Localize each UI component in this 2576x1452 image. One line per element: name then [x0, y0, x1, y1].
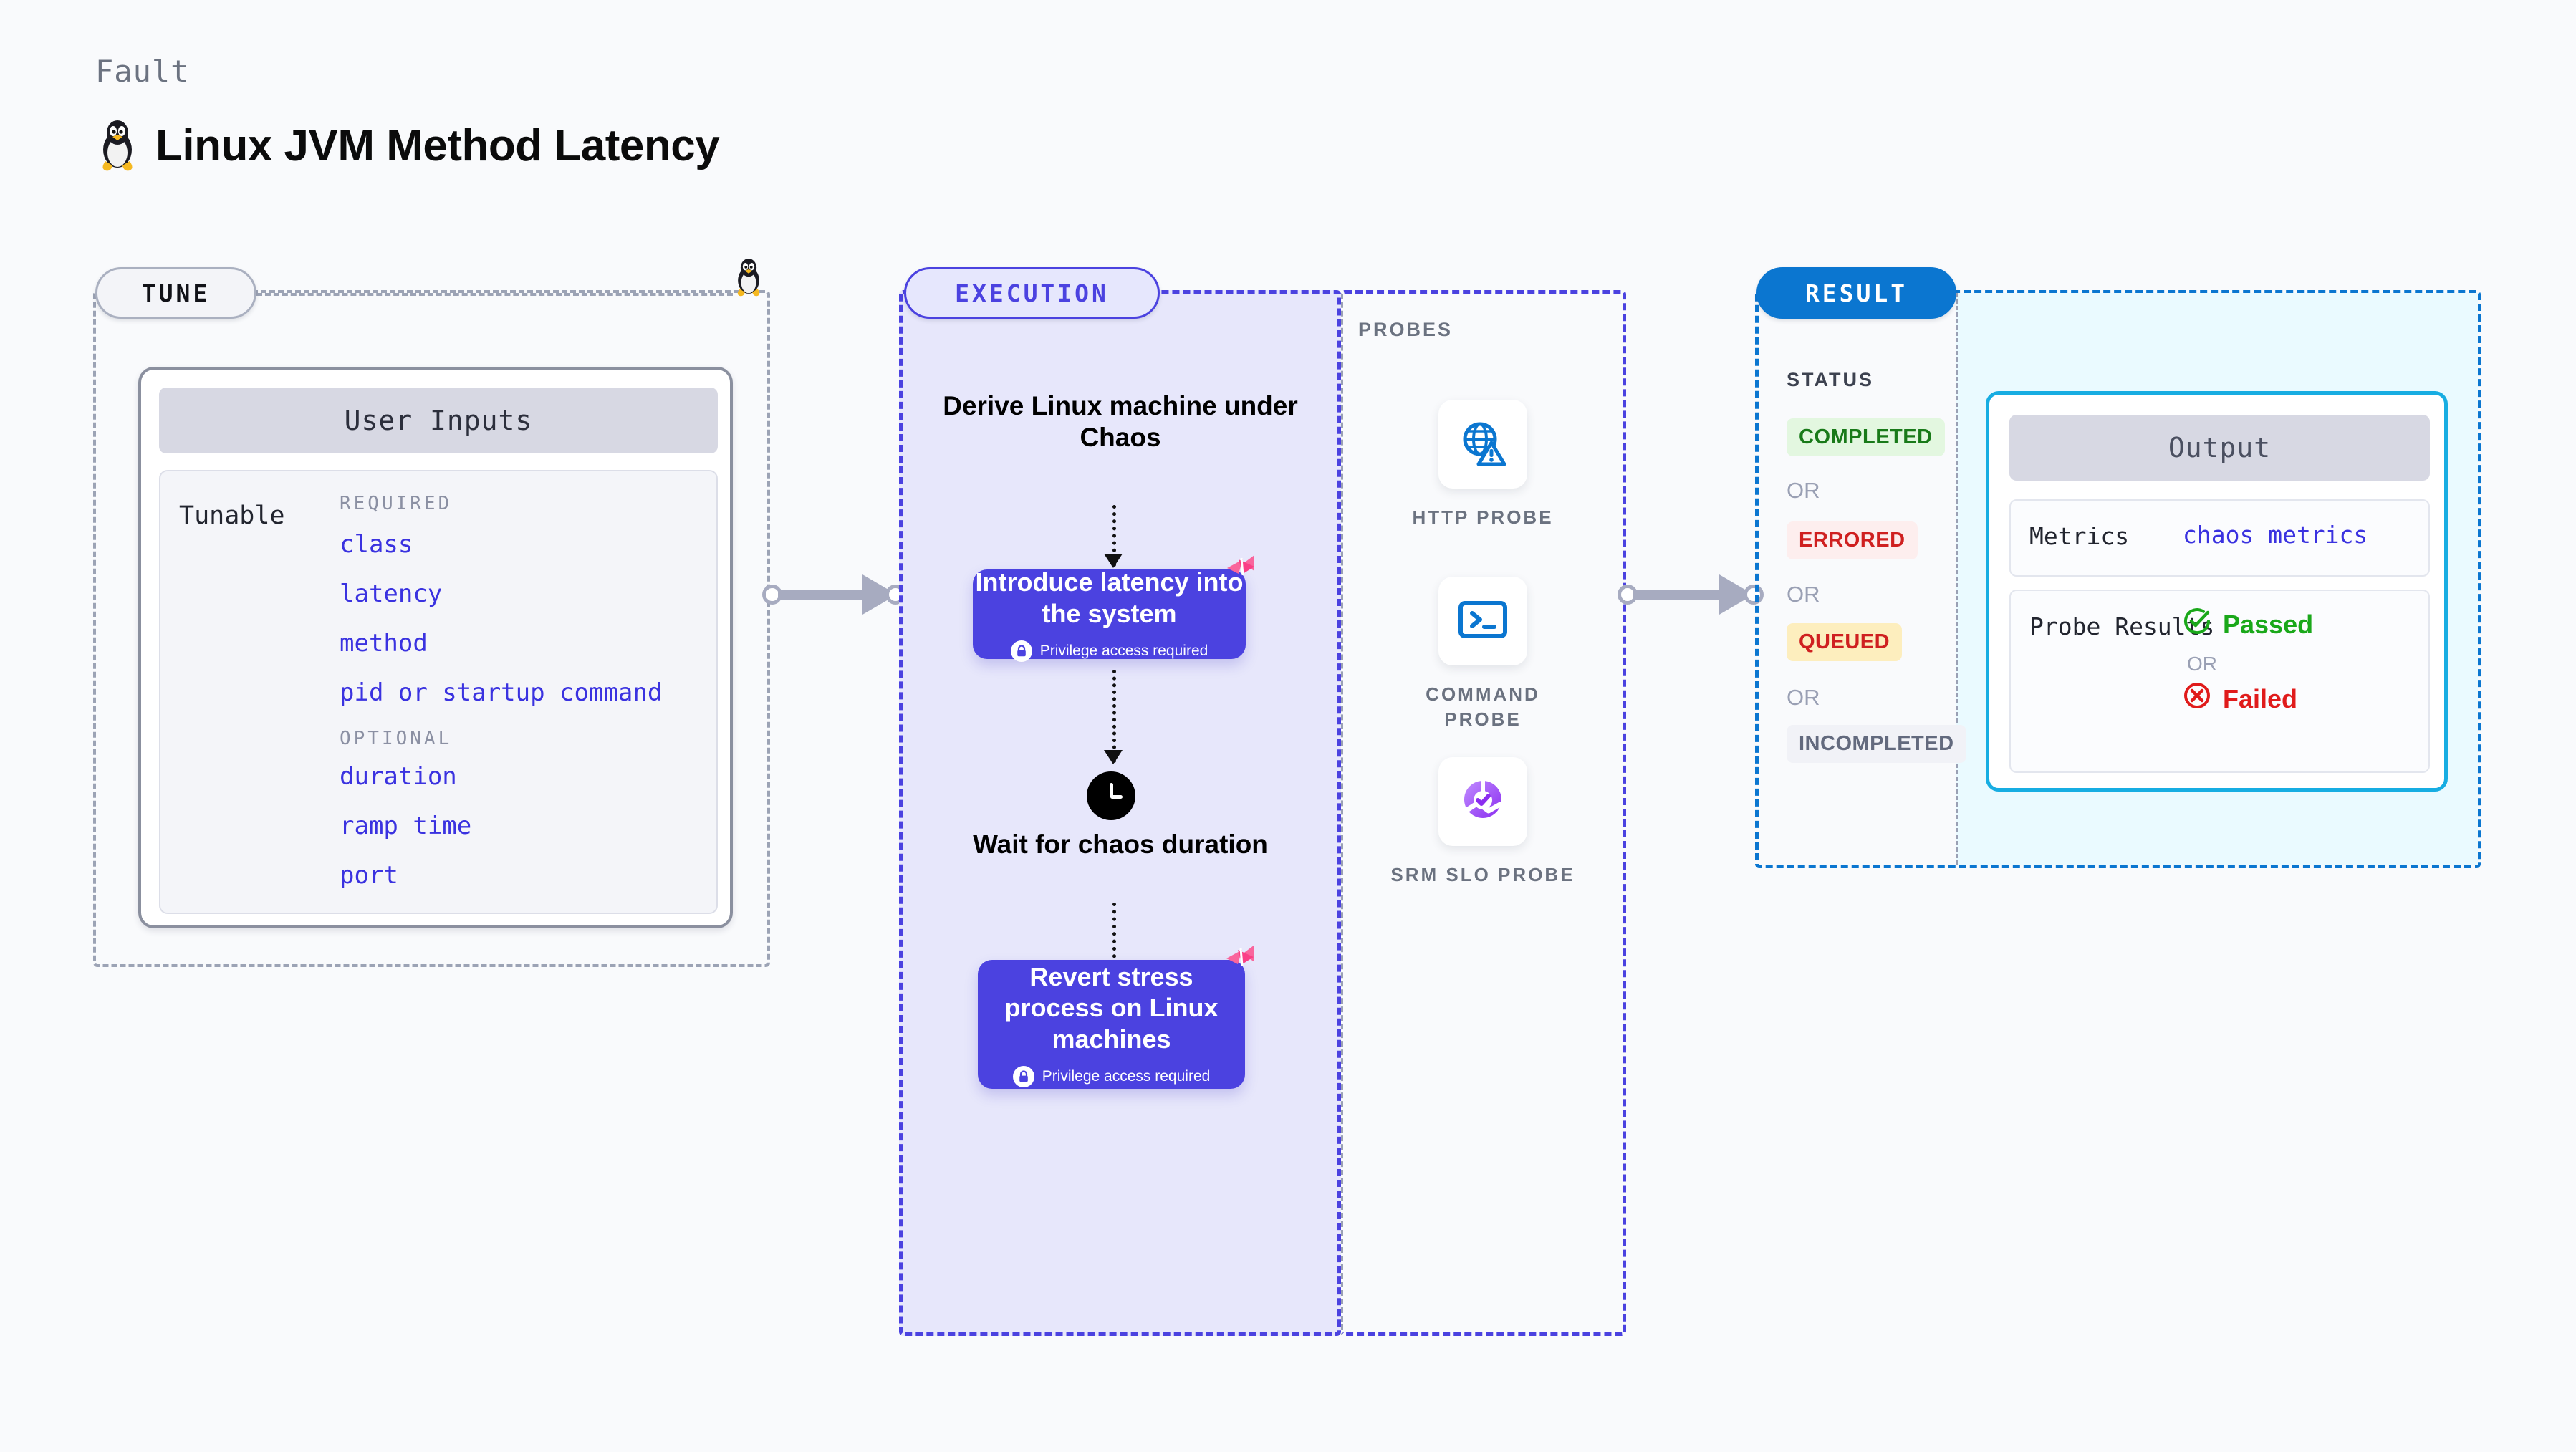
- tunable-label: Tunable: [179, 501, 285, 530]
- terminal-icon: [1457, 597, 1509, 645]
- harness-logo-icon: [1221, 940, 1261, 984]
- arrow-stem: [1112, 670, 1116, 763]
- output-row-probe-results: Probe Results Passed OR: [2009, 590, 2430, 773]
- check-circle-icon: [2183, 607, 2211, 642]
- status-badge-errored: ERRORED: [1787, 521, 1918, 559]
- slo-donut-check-icon: [1456, 774, 1509, 830]
- output-card: Output Metrics chaos metrics Probe Resul…: [1986, 391, 2448, 792]
- metrics-value-link[interactable]: chaos metrics: [2183, 521, 2368, 549]
- connector-tune-to-execution: [762, 573, 905, 616]
- status-or-3: OR: [1787, 685, 1820, 710]
- arrow-stem: [1112, 903, 1116, 973]
- tunable-item[interactable]: method: [340, 629, 428, 658]
- probe-caption-srm-slo: SRM SLO PROBE: [1390, 864, 1575, 885]
- page-title: Linux JVM Method Latency: [155, 120, 720, 170]
- globe-warning-icon: [1456, 416, 1509, 473]
- execution-box-note-text: Privilege access required: [1039, 642, 1208, 659]
- arrow-head: [1104, 554, 1123, 568]
- connector-probes-to-result: [1618, 573, 1767, 616]
- result-panel: [1755, 290, 2481, 868]
- execution-box-note: Privilege access required: [1010, 640, 1208, 662]
- probe-tile-http[interactable]: [1438, 400, 1527, 489]
- tunable-item[interactable]: pid or startup command: [340, 678, 663, 707]
- probe-result-passed: Passed: [2183, 607, 2313, 642]
- harness-logo-icon: [1221, 549, 1261, 593]
- output-header: Output: [2009, 415, 2430, 481]
- execution-box-introduce-latency[interactable]: Introduce latency into the system Privil…: [973, 555, 1254, 662]
- lock-icon: [1012, 1065, 1034, 1087]
- status-badge-incompleted: INCOMPLETED: [1787, 725, 1966, 763]
- user-inputs-header: User Inputs: [159, 388, 718, 453]
- tunable-box: Tunable REQUIRED class latency method pi…: [159, 470, 718, 914]
- clock-icon: [1087, 771, 1135, 820]
- status-label: STATUS: [1787, 369, 1874, 390]
- tunable-item[interactable]: class: [340, 530, 413, 559]
- arrow-head: [1104, 750, 1123, 764]
- tunable-list: REQUIRED class latency method pid or sta…: [340, 493, 662, 910]
- arrow-stem: [1112, 505, 1116, 567]
- tunable-item[interactable]: latency: [340, 580, 443, 608]
- tune-panel: [93, 290, 770, 967]
- status-or-1: OR: [1787, 478, 1820, 503]
- execution-step-derive: Derive Linux machine under Chaos: [943, 391, 1298, 452]
- probe-caption-command: COMMAND PROBE: [1426, 683, 1540, 731]
- execution-box-revert-stress[interactable]: Revert stress process on Linux machines …: [978, 946, 1254, 1089]
- tunable-item[interactable]: duration: [340, 762, 457, 791]
- execution-box-note: Privilege access required: [1012, 1065, 1211, 1087]
- connector-bar: [1633, 590, 1728, 600]
- probe-tile-srm-slo[interactable]: [1438, 757, 1527, 846]
- probe-caption-http: HTTP PROBE: [1412, 506, 1554, 528]
- page-title-row: Linux JVM Method Latency: [95, 118, 720, 173]
- x-circle-icon: [2183, 681, 2211, 716]
- execution-box-title: Revert stress process on Linux machines: [1004, 962, 1219, 1054]
- probe-result-or: OR: [2187, 653, 2217, 675]
- probe-result-failed-label: Failed: [2223, 683, 2298, 713]
- connector-bar: [778, 590, 871, 600]
- result-badge[interactable]: RESULT: [1756, 267, 1956, 319]
- tune-user-inputs-card: User Inputs Tunable REQUIRED class laten…: [138, 367, 733, 928]
- status-or-2: OR: [1787, 582, 1820, 607]
- probe-result-failed: Failed: [2183, 681, 2297, 716]
- probe-result-passed-label: Passed: [2223, 609, 2314, 639]
- tune-leader-line: [256, 293, 733, 296]
- tunable-group-optional-title: OPTIONAL: [340, 728, 453, 749]
- connector-end-knob: [1744, 585, 1764, 605]
- page-kicker: Fault: [95, 54, 190, 89]
- execution-badge[interactable]: EXECUTION: [904, 267, 1160, 319]
- metrics-key: Metrics: [2029, 522, 2130, 550]
- tunable-group-required-title: REQUIRED: [340, 493, 453, 514]
- probe-results-key: Probe Results: [2029, 612, 2215, 640]
- status-badge-completed: COMPLETED: [1787, 418, 1945, 456]
- tune-badge[interactable]: TUNE: [95, 267, 256, 319]
- lock-icon: [1010, 640, 1032, 662]
- linux-penguin-icon: [95, 118, 140, 173]
- tunable-item[interactable]: ramp time: [340, 812, 472, 840]
- linux-penguin-icon: [732, 256, 765, 298]
- execution-box-title: Introduce latency into the system: [975, 567, 1244, 628]
- tunable-item[interactable]: port: [340, 861, 398, 890]
- output-row-metrics: Metrics chaos metrics: [2009, 499, 2430, 577]
- probe-tile-command[interactable]: [1438, 577, 1527, 665]
- execution-step-wait: Wait for chaos duration: [973, 830, 1268, 859]
- probes-label: PROBES: [1358, 319, 1453, 340]
- status-badge-queued: QUEUED: [1787, 623, 1903, 661]
- execution-box-note-text: Privilege access required: [1042, 1067, 1211, 1085]
